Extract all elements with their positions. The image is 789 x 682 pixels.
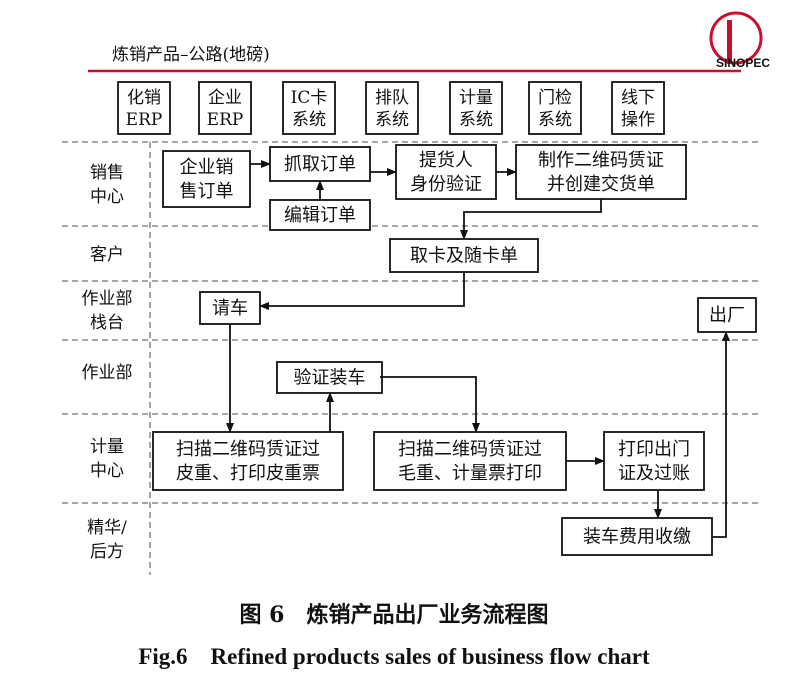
node-label: 企业销 [180, 157, 234, 178]
system-box-frame [198, 81, 252, 135]
node-take-card: 取卡及随卡单 [389, 238, 539, 273]
lane-label: 客户 [90, 245, 124, 265]
system-label: 系统 [292, 110, 326, 130]
lane-label: 中心 [90, 461, 124, 481]
system-label: 系统 [459, 110, 493, 130]
node-label: 扫描二维码赁证过 [398, 439, 542, 460]
node-label: 扫描二维码赁证过 [176, 439, 320, 460]
lane-label: 作业部 [82, 363, 133, 383]
system-box-frame [365, 81, 419, 135]
node-label: 提货人 [419, 150, 473, 171]
node-label: 售订单 [180, 181, 234, 202]
edge-card-to-request [259, 272, 465, 310]
node-label: 取卡及随卡单 [410, 246, 518, 267]
node-verify-loading: 验证装车 [276, 361, 383, 394]
lane-label: 精华/ [87, 518, 127, 538]
node-label: 打印出门 [618, 439, 690, 460]
node-frame [373, 431, 567, 491]
node-label: 并创建交货单 [547, 174, 655, 195]
system-label: 线下 [621, 88, 655, 108]
node-grab-order: 抓取订单 [269, 146, 371, 182]
chart-title: 炼销产品–公路(地磅) [112, 45, 270, 65]
node-loading-fee: 装车费用收缴 [561, 517, 713, 556]
flow-nodes: 企业销售订单抓取订单编辑订单提货人身份验证制作二维码赁证并创建交货单取卡及随卡单… [152, 144, 757, 556]
node-edit-order: 编辑订单 [269, 199, 371, 231]
node-frame [162, 150, 251, 208]
node-label: 毛重、计量票打印 [398, 463, 542, 484]
node-label: 制作二维码赁证 [538, 150, 664, 171]
node-label: 证及过账 [618, 463, 690, 484]
node-request-truck: 请车 [199, 291, 261, 325]
node-label: 皮重、打印皮重票 [176, 463, 320, 484]
system-label: ERP [207, 110, 244, 130]
system-label: 企业 [208, 88, 242, 108]
lane-separators [62, 141, 760, 575]
system-box-frame [611, 81, 665, 135]
node-label: 验证装车 [294, 368, 366, 389]
system-box-frame [117, 81, 171, 135]
caption-english: Fig.6 Refined products sales of business… [138, 644, 650, 669]
edge-fee-to-exit [712, 331, 730, 538]
logo-bar [727, 20, 732, 64]
node-label: 请车 [212, 298, 248, 319]
system-box-frame [282, 81, 336, 135]
lane-label: 后方 [90, 542, 124, 562]
sinopec-logo: SINOPEC [709, 11, 770, 70]
system-box-frame [528, 81, 582, 135]
system-label: ERP [126, 110, 163, 130]
system-label: 系统 [375, 110, 409, 130]
node-label: 出厂 [709, 305, 745, 326]
lane-label: 计量 [90, 437, 124, 457]
system-label: 操作 [621, 110, 655, 130]
system-label: IC卡 [291, 88, 328, 108]
node-frame [603, 431, 705, 491]
system-label: 门检 [538, 88, 572, 108]
lane-label: 栈台 [90, 313, 124, 333]
logo-ring [709, 11, 763, 65]
node-frame [561, 517, 713, 556]
node-label: 编辑订单 [284, 205, 356, 226]
logo-text: SINOPEC [716, 56, 770, 70]
node-frame [152, 431, 344, 491]
node-label: 抓取订单 [284, 154, 356, 175]
node-label: 身份验证 [410, 174, 482, 195]
edge-verify-to-gross [380, 376, 480, 433]
node-exit-plant: 出厂 [697, 297, 757, 333]
system-label: 计量 [459, 88, 493, 108]
caption-chinese: 图 6 炼销产品出厂业务流程图 [240, 602, 549, 628]
node-frame [199, 291, 261, 325]
lane-label: 中心 [90, 187, 124, 207]
system-label: 化销 [127, 88, 161, 108]
lane-label: 销售 [90, 163, 124, 183]
node-frame [269, 199, 371, 231]
flow-connectors [226, 160, 730, 538]
system-box-frame [449, 81, 503, 135]
system-label: 排队 [375, 88, 409, 108]
system-label: 系统 [538, 110, 572, 130]
edge-qr-to-card [460, 199, 602, 240]
lane-label: 作业部 [82, 289, 133, 309]
node-label: 装车费用收缴 [583, 527, 691, 548]
